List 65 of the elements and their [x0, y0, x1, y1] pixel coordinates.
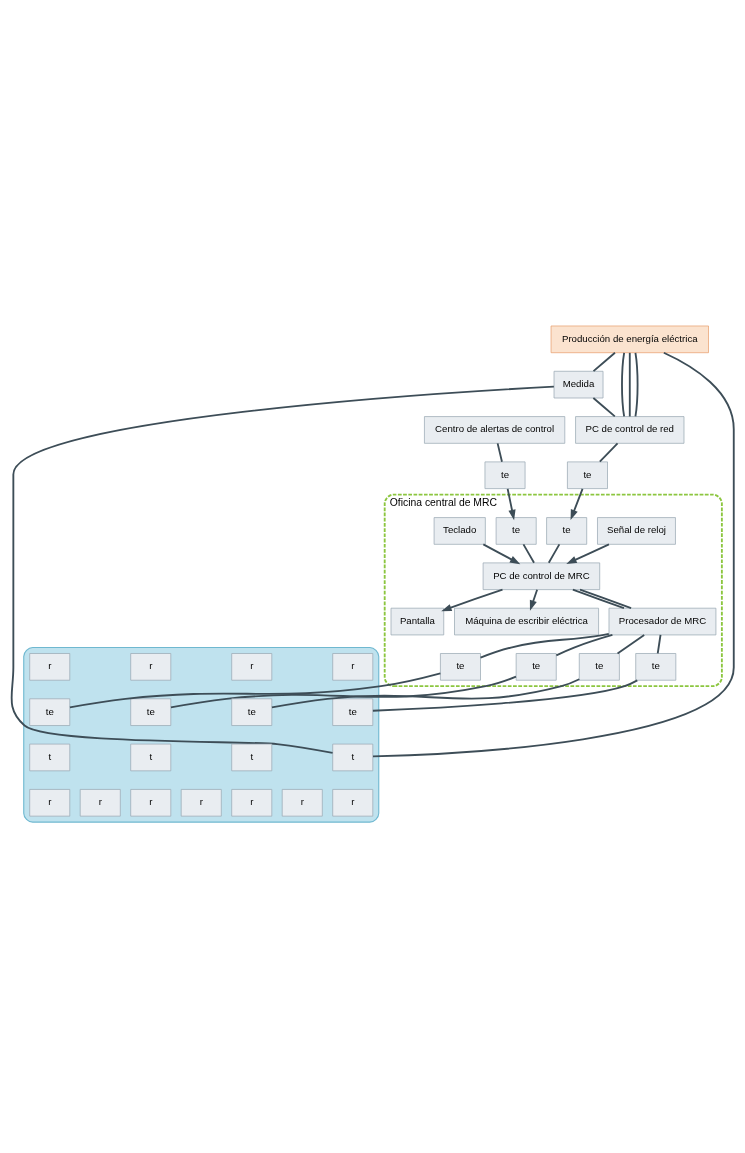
connector: [656, 633, 662, 654]
node-box: Producción de energía eléctrica: [550, 325, 709, 353]
node-box: t: [231, 743, 273, 771]
connector: [628, 351, 631, 417]
connector: [496, 441, 503, 463]
connector: [621, 351, 626, 417]
node-box: Teclado: [433, 516, 486, 545]
arrow: [570, 487, 584, 520]
node-box: r: [332, 788, 374, 816]
node-box: r: [130, 652, 172, 681]
node-box: r: [180, 788, 222, 816]
node-box: te: [231, 697, 273, 726]
node-box: t: [130, 743, 172, 771]
node-box: t: [29, 743, 71, 771]
node-box: te: [495, 516, 537, 545]
node-box: r: [130, 788, 172, 816]
connector: [271, 677, 581, 708]
connector: [68, 671, 442, 708]
node-box: Señal de reloj: [597, 516, 676, 545]
node-box: Máquina de escribir eléctrica: [454, 607, 599, 635]
connector: [598, 441, 619, 463]
node-box: r: [231, 788, 273, 816]
node-box: te: [440, 652, 481, 681]
node-box: r: [231, 652, 273, 681]
connector: [170, 675, 517, 708]
node-box: te: [546, 516, 588, 545]
node-box: t: [332, 743, 374, 771]
arrow: [529, 588, 539, 611]
node-box: PC de control de MRC: [482, 562, 601, 590]
node-box: te: [29, 697, 71, 726]
connector: [592, 396, 616, 417]
arrow: [506, 487, 516, 520]
node-box: r: [29, 788, 71, 816]
node-box: PC de control de red: [575, 415, 685, 444]
node-box: te: [578, 652, 620, 681]
connector: [371, 679, 639, 712]
node-box: r: [332, 652, 374, 681]
connector: [522, 542, 535, 564]
connector: [547, 542, 561, 564]
cluster: [23, 646, 380, 823]
arrow: [482, 542, 521, 564]
node-box: te: [130, 697, 172, 726]
connector: [479, 632, 610, 659]
connector: [571, 588, 625, 609]
connector: [372, 351, 735, 757]
node-box: Medida: [553, 370, 604, 398]
connector: [10, 385, 555, 754]
node-box: te: [567, 461, 608, 489]
connector: [616, 633, 646, 654]
node-box: te: [332, 697, 374, 726]
connector: [555, 633, 614, 656]
node-box: te: [484, 461, 526, 489]
connector: [634, 351, 639, 417]
node-box: Centro de alertas de control: [424, 415, 566, 444]
node-box: r: [79, 788, 121, 816]
node-box: te: [515, 652, 557, 681]
node-box: te: [635, 652, 677, 681]
node-box: Pantalla: [390, 607, 445, 635]
node-box: r: [29, 652, 71, 681]
arrow: [566, 542, 610, 564]
connector: [592, 351, 616, 372]
node-box: r: [281, 788, 323, 816]
arrow: [441, 588, 504, 611]
connector: [579, 588, 633, 609]
node-box: Procesador de MRC: [608, 607, 717, 635]
